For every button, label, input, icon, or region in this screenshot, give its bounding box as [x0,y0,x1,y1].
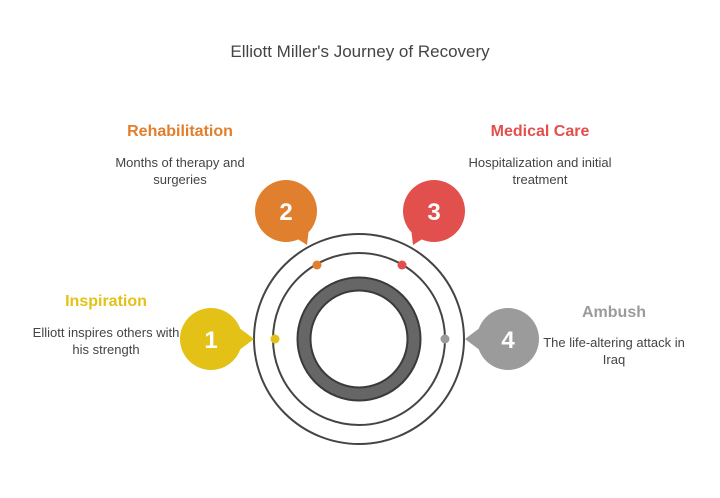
step-3-marker: 3 [403,180,465,245]
diagram-title: Elliott Miller's Journey of Recovery [230,42,490,61]
step-1-title: Inspiration [65,293,147,310]
step-3-description: Hospitalization and initial treatment [468,155,612,187]
step-4-title: Ambush [582,304,646,321]
step-4-marker: 4 [465,308,539,370]
step-2-marker: 2 [255,180,317,245]
step-4-dot [440,334,450,344]
step-1-dot [270,334,280,344]
step-3-number: 3 [427,199,440,226]
outer-ring [253,233,465,445]
core-ring [298,278,420,400]
step-1-marker: 1 [180,308,254,370]
step-3-title: Medical Care [490,123,590,140]
step-4-description: The life-altering attack in Iraq [543,335,685,367]
step-2-title: Rehabilitation [127,123,233,140]
step-3-dot [397,260,407,270]
step-2-dot [312,260,322,270]
step-4-number: 4 [501,327,515,354]
step-1-number: 1 [204,327,217,354]
step-2-number: 2 [279,199,292,226]
step-1-description: Elliott inspires others with his strengt… [32,325,180,357]
step-2-description: Months of therapy and surgeries [115,155,245,187]
